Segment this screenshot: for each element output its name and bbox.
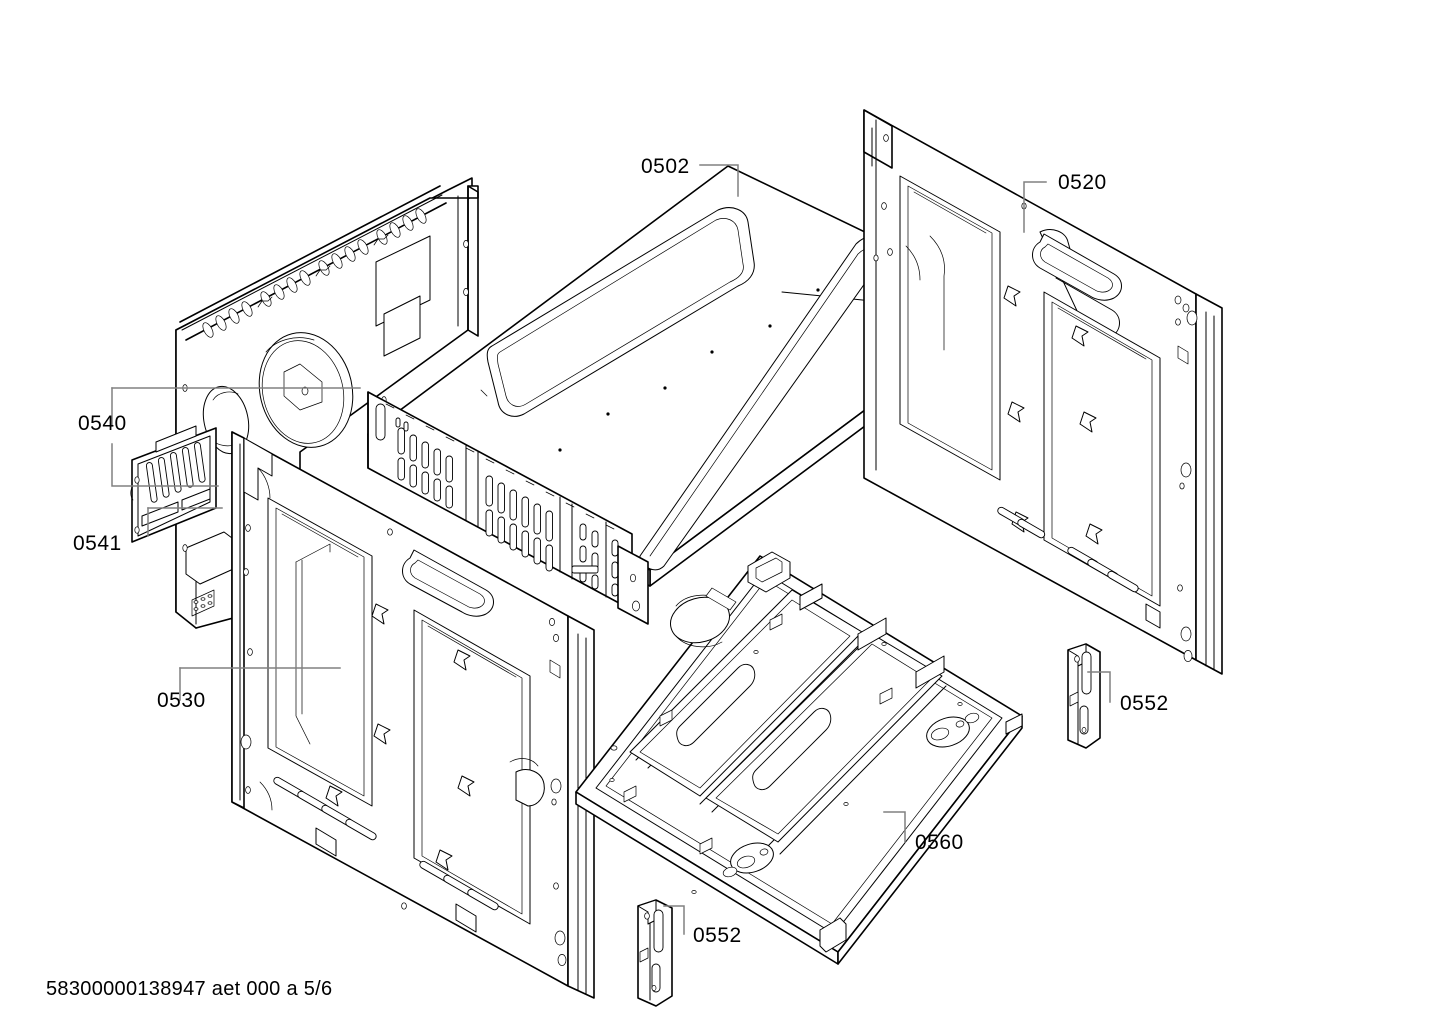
front-vent-strip	[367, 391, 649, 625]
base-oval-holes	[722, 712, 980, 878]
leader-0540-b	[111, 443, 219, 487]
callout-0530: 0530	[157, 689, 206, 712]
leader-0552-left	[663, 905, 685, 935]
callout-0520: 0520	[1058, 171, 1107, 194]
fan-recess	[258, 332, 354, 448]
callout-0502: 0502	[641, 155, 690, 178]
part-0560-base-panel	[575, 551, 1023, 965]
part-0540-rear-vent-cover	[130, 425, 217, 543]
part-0530-left-side-panel	[231, 431, 595, 999]
callout-0540: 0540	[78, 412, 127, 435]
leader-0502	[699, 164, 739, 197]
part-0502-top-cover	[367, 165, 1017, 625]
callout-0541: 0541	[73, 532, 122, 555]
base-circular-cutout	[670, 587, 737, 648]
callout-0552-left: 0552	[693, 924, 742, 947]
shelf-lug	[325, 603, 475, 871]
rear-top-louvres	[202, 208, 427, 338]
leader-0560	[883, 811, 906, 843]
leader-lines	[111, 164, 1111, 935]
leader-0520	[1023, 181, 1047, 233]
part-0520-right-side-panel	[863, 109, 1223, 675]
callout-0560: 0560	[915, 831, 964, 854]
document-footer-code: 58300000138947 aet 000 a 5/6	[46, 978, 333, 1000]
part-0552-hinge-bracket-left	[637, 899, 673, 1007]
callout-labels: 0502 0520 0540 0541 0530 0552 0560 0552	[73, 155, 1169, 947]
part-0552-hinge-bracket-right	[1067, 643, 1101, 749]
rear-emboss-lower	[383, 295, 421, 357]
leader-0552-right	[1087, 671, 1111, 703]
callout-0552-right: 0552	[1120, 692, 1169, 715]
